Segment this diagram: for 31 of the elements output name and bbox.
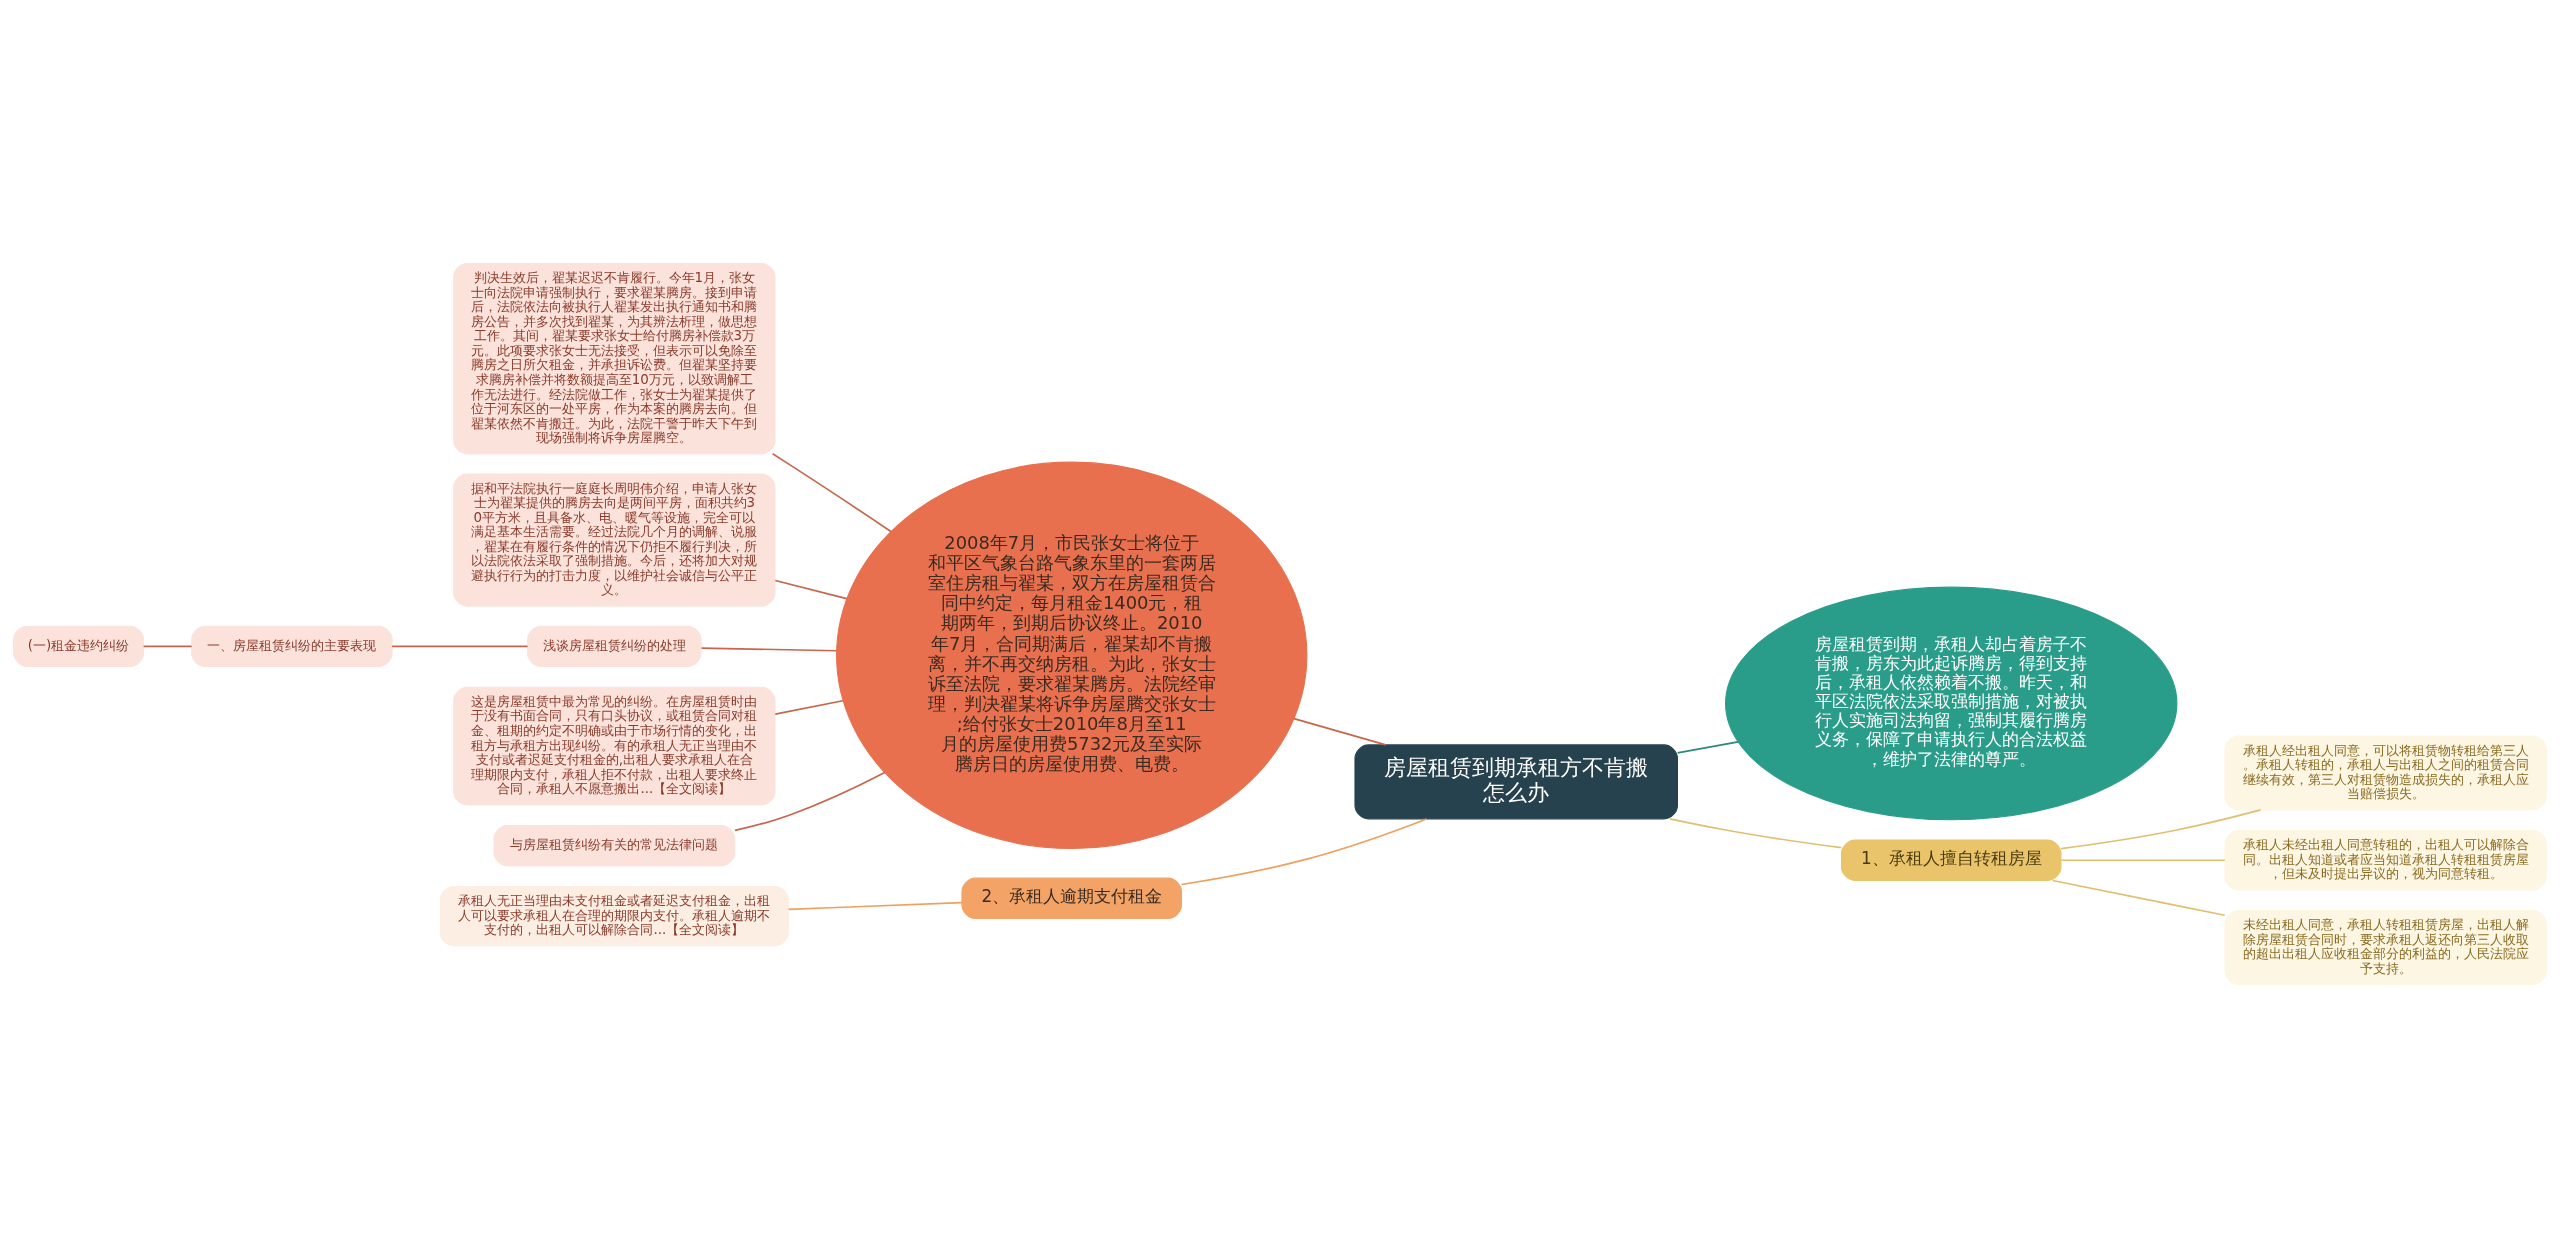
node-box: 一、房屋租赁纠纷的主要表现 [191,625,393,667]
node-box: 承租人未经出租人同意转租的，出租人可以解除合同。出租人知道或者应当知道承租人转租租赁房屋，但未及时提出异议的，视为同意转租。 [2224,829,2547,890]
connector [1676,740,1739,754]
connector [142,645,193,647]
connector [774,699,844,715]
connector [1293,717,1387,746]
node-box: 承租人无正当理由未支付租金或者延迟支付租金，出租人可以要求承租人在合理的期限内支付。承租人逾期不支付的，出租人可以解除合同...【全文阅读】 [439,885,789,946]
node-box: 房屋租赁到期承租方不肯搬怎么办 [1354,743,1678,819]
node-ellipse: 房屋租赁到期，承租人却占着房子不肯搬，房东为此起诉腾房，得到支持后，承租人依然赖着不搬。昨天，和平区法院依法采取强制措施，对被执行人实施司法拘留，强制其履行腾房义务，保障了申请执行人的合法权益，维护了法律的尊严。 [1725,586,2178,820]
node-box: 未经出租人同意，承租人转租租赁房屋，出租人解除房屋租赁合同时，要求承租人返还向第三人收取的超出出租人应收租金部分的利益的，人民法院应予支持。 [2224,909,2547,985]
connector [1669,817,1843,848]
node-box: 1、承租人擅自转租房屋 [1840,839,2062,881]
node-box: 这是房屋租赁中最为常见的纠纷。在房屋租赁时由于没有书面合同，只有口头协议，或租赁合同对租金、租期的约定不明确或由于市场行情的变化，出租方与承租方出现纠纷。有的承租人无正当理由不支付或者迟延支付租金的,出租人要求承租人在合理期限内支付，承租人拒不付款，出租人要求终止合同，承租人不愿意搬出...【全文阅读】 [453,686,776,805]
connector [1180,817,1428,885]
connector [787,901,963,910]
node-box: 与房屋租赁纠纷有关的常见法律问题 [493,824,736,866]
node-ellipse: 2008年7月，市民张女士将位于和平区气象台路气象东里的一套两居室住房租与翟某，双方在房屋租赁合同中约定，每月租金1400元，租期两年，到期后协议终止。2010年7月，合同期满后，翟某却不肯搬离，并不再交纳房租。为此，张女士诉至法院，要求翟某腾房。法院经审理，判决翟某将诉争房屋腾交张女士;给付张女士2010年8月至11月的房屋使用费5732元及至实际腾房日的房屋使用费、电费。 [836,461,1308,849]
node-box: 2、承租人逾期支付租金 [961,877,1182,919]
node-box: 承租人经出租人同意，可以将租赁物转租给第三人。承租人转租的，承租人与出租人之间的租赁合同继续有效，第三人对租赁物造成损失的，承租人应当赔偿损失。 [2224,734,2547,810]
connector [2060,808,2262,849]
node-box: 浅谈房屋租赁纠纷的处理 [527,625,702,667]
connector [2051,879,2226,916]
connector [700,646,838,652]
node-box: 据和平法院执行一庭庭长周明伟介绍，申请人张女士为翟某提供的腾房去向是两间平房，面积共约30平方米，且具备水、电、暖气等设施，完全可以满足基本生活需要。经过法院几个月的调解、说服，翟某在有履行条件的情况下仍拒不履行判决，所以法院依法采取了强制措施。今后，还将加大对规避执行行为的打击力度，以维护社会诚信与公平正义。 [453,472,776,607]
connector [774,579,848,599]
connector [771,452,892,532]
connector [2060,858,2226,861]
connector [734,771,886,831]
node-box: 判决生效后，翟某迟迟不肯履行。今年1月，张女士向法院申请强制执行，要求翟某腾房。接到申请后，法院依法向被执行人翟某发出执行通知书和腾房公告，并多次找到翟某，为其辨法析理，做思想工作。其间，翟某要求张女士给付腾房补偿款3万元。此项要求张女士无法接受，但表示可以免除至腾房之日所欠租金，并承担诉讼费。但翟某坚持要求腾房补偿并将数额提高至10万元，以致调解工作无法进行。经法院做工作，张女士为翟某提供了位于河东区的一处平房，作为本案的腾房去向。但翟某依然不肯搬迁。为此，法院干警于昨天下午到现场强制将诉争房屋腾空。 [453,262,776,454]
node-box: (一)租金违约纠纷 [13,625,145,667]
connector [391,645,529,647]
